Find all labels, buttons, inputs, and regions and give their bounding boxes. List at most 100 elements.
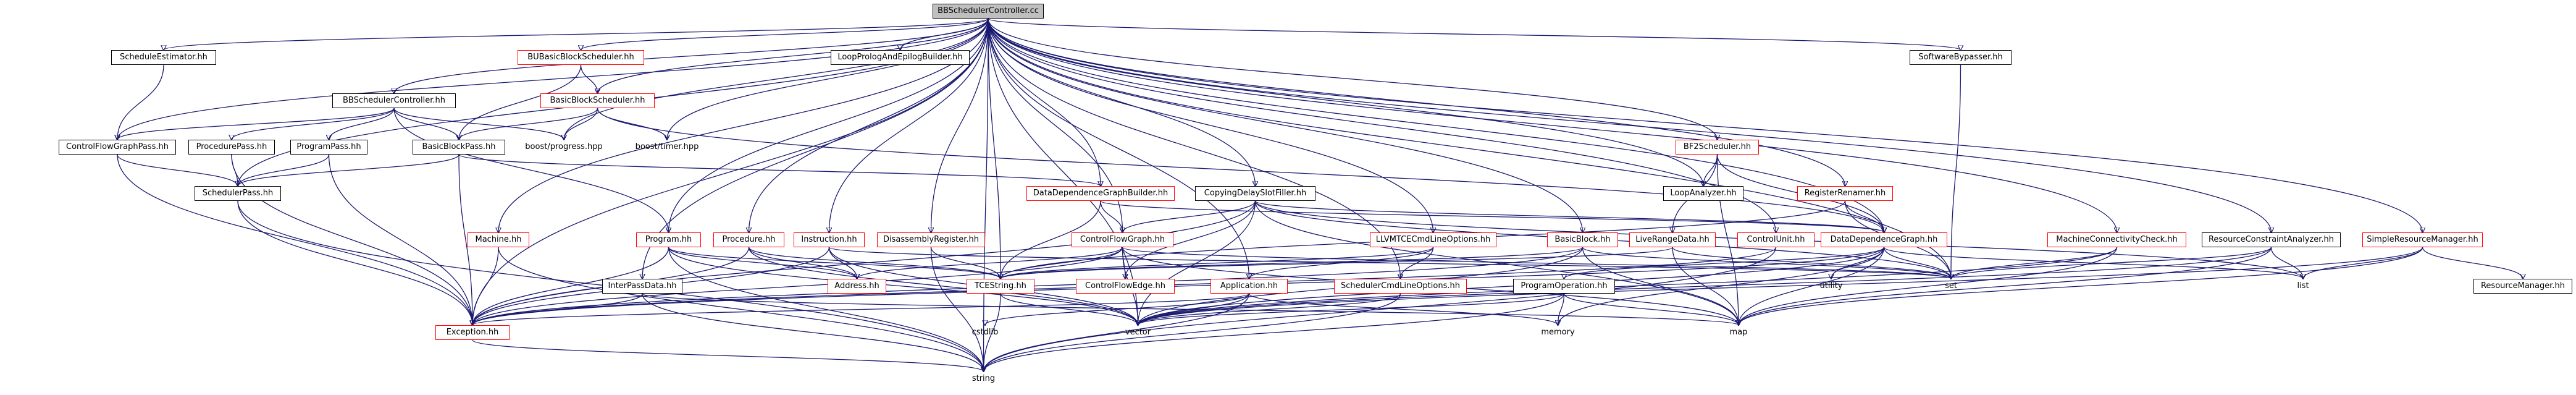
node-liverangedata[interactable]: LiveRangeData.hh (1629, 232, 1716, 247)
edge-procedure-to-address (748, 247, 857, 279)
node-boost-timer[interactable]: boost/timer.hpp (635, 142, 699, 151)
node-bubasicblockscheduler[interactable]: BUBasicBlockScheduler.hh (518, 50, 644, 65)
edge-machine_conn-to-set (1951, 247, 2118, 279)
edge-ddg-to-memory (1558, 247, 1885, 325)
edge-copying_delay-to-ddg (1254, 200, 1884, 232)
edge-simple_rm-to-resource_manager (2422, 247, 2524, 279)
node-bf2scheduler[interactable]: BF2Scheduler.hh (1676, 140, 1759, 155)
node-set[interactable]: set (1945, 281, 1957, 291)
node-boost-progress[interactable]: boost/progress.hpp (525, 142, 603, 151)
edge-bbsc_hh-to-boost_progress (393, 108, 564, 140)
node-schedulercmdlineoptions[interactable]: SchedulerCmdLineOptions.hh (1334, 279, 1467, 294)
node-scheduleestimator[interactable]: ScheduleEstimator.hh (111, 50, 216, 65)
edge-cfg_pass-to-sched_pass (117, 154, 238, 186)
node-llvmtcecmdlineoptions[interactable]: LLVMTCECmdLineOptions.hh (1370, 232, 1496, 247)
edge-prog_op-to-map (1563, 293, 1739, 325)
edge-ddg-to-vector (1138, 247, 1885, 325)
node-string[interactable]: string (971, 374, 996, 383)
edge-root-to-disasm_reg (931, 18, 989, 232)
edge-root-to-loop_analyzer (988, 18, 1703, 186)
node-procedure[interactable]: Procedure.hh (713, 232, 784, 247)
edge-simple_rm-to-map (1739, 247, 2423, 325)
edge-ddg_builder-to-ddg (1100, 200, 1884, 232)
node-registerrenamer[interactable]: RegisterRenamer.hh (1797, 186, 1893, 201)
node-datadependencegraphbuilder[interactable]: DataDependenceGraphBuilder.hh (1026, 186, 1175, 201)
edge-program-to-address (668, 247, 857, 279)
edge-prog_op-to-vector (1138, 293, 1565, 325)
edge-ddg-to-exception (472, 247, 1885, 325)
node-disassemblyregister[interactable]: DisassemblyRegister.hh (877, 232, 985, 247)
node-schedulerpass[interactable]: SchedulerPass.hh (195, 186, 281, 201)
node-utility[interactable]: utility (1819, 281, 1843, 291)
node-loopanalyzer[interactable]: LoopAnalyzer.hh (1663, 186, 1743, 201)
node-vector[interactable]: vector (1125, 328, 1151, 337)
node-copyingdelayslotfiller[interactable]: CopyingDelaySlotFiller.hh (1195, 186, 1315, 201)
edge-interpass-to-map (642, 293, 1739, 325)
edge-ddg_builder-to-tcestring (1001, 200, 1101, 279)
node-datadependencegraph[interactable]: DataDependenceGraph.hh (1821, 232, 1947, 247)
node-memory[interactable]: memory (1541, 328, 1575, 337)
node-cstdlib[interactable]: cstdlib (971, 328, 999, 337)
node-tcestring[interactable]: TCEString.hh (967, 279, 1034, 294)
node-resourcemanager[interactable]: ResourceManager.hh (2473, 279, 2572, 294)
node-interpassdata[interactable]: InterPassData.hh (602, 279, 682, 294)
edge-sched_cmdline-to-vector (1138, 293, 1401, 325)
node-controlflowedge[interactable]: ControlFlowEdge.hh (1076, 279, 1175, 294)
edge-root-to-program (669, 18, 989, 232)
node-basicblockscheduler[interactable]: BasicBlockScheduler.hh (540, 93, 655, 108)
edge-root-to-res_constraint (988, 18, 2272, 232)
node-basicblockpass[interactable]: BasicBlockPass.hh (413, 140, 505, 155)
node-simpleresourcemanager[interactable]: SimpleResourceManager.hh (2362, 232, 2483, 247)
node-controlflowgraphpass[interactable]: ControlFlowGraphPass.hh (59, 140, 176, 155)
edge-basic_block-to-set (1582, 247, 1952, 279)
node-programpass[interactable]: ProgramPass.hh (290, 140, 367, 155)
node-basicblock[interactable]: BasicBlock.hh (1547, 232, 1618, 247)
node-resourceconstraintanalyzer[interactable]: ResourceConstraintAnalyzer.hh (2202, 232, 2341, 247)
node-bbschedulercontroller-hh[interactable]: BBSchedulerController.hh (332, 93, 456, 108)
edge-res_constraint-to-map (1739, 247, 2272, 325)
node-machine[interactable]: Machine.hh (468, 232, 529, 247)
node-machineconnectivitycheck[interactable]: MachineConnectivityCheck.hh (2047, 232, 2186, 247)
node-exception[interactable]: Exception.hh (435, 325, 510, 340)
edge-instruction-to-set (828, 247, 1952, 279)
edge-machine-to-exception (472, 247, 499, 325)
edge-root-to-set (988, 18, 1951, 279)
edge-application-to-string (984, 293, 1250, 372)
edge-root-to-sched_cmdline (988, 18, 1401, 279)
edge-basic_block-to-map (1582, 247, 1739, 325)
edge-root-to-bb_sched (598, 18, 989, 93)
node-programoperation[interactable]: ProgramOperation.hh (1513, 279, 1615, 294)
node-controlunit[interactable]: ControlUnit.hh (1737, 232, 1815, 247)
edge-live_range-to-set (1672, 247, 1951, 279)
edge-prog_pass-to-sched_pass (238, 154, 330, 186)
edge-bb_pass-to-sched_pass (238, 154, 459, 186)
edge-prog_op-to-string (984, 293, 1565, 372)
node-map[interactable]: map (1729, 328, 1748, 337)
edge-ddg-to-map (1739, 247, 1885, 325)
node-address[interactable]: Address.hh (828, 279, 886, 294)
edge-root-to-exception (472, 18, 989, 325)
node-controlflowgraph[interactable]: ControlFlowGraph.hh (1072, 232, 1173, 247)
edge-program-to-exception (472, 247, 669, 325)
edge-root-to-sw_bypasser (988, 18, 1961, 50)
node-procedurepass[interactable]: ProcedurePass.hh (188, 140, 275, 155)
edge-bb_sched-to-boost_timer (597, 108, 668, 140)
node-list[interactable]: list (2297, 281, 2309, 291)
node-loopprologandepilogbuilder[interactable]: LoopPrologAndEpilogBuilder.hh (831, 50, 970, 65)
node-application[interactable]: Application.hh (1210, 279, 1288, 294)
edge-interpass-to-exception (472, 293, 643, 325)
node-instruction[interactable]: Instruction.hh (794, 232, 865, 247)
node-softwarebypasser[interactable]: SoftwareBypasser.hh (1910, 50, 2012, 65)
edge-bu_bb_sched-to-bb_sched (580, 64, 598, 93)
edge-sched_pass-to-exception (237, 200, 472, 325)
edge-procedure-to-vector (748, 247, 1138, 325)
edge-root-to-llvm_opts (988, 18, 1433, 232)
edge-interpass-to-string (642, 293, 984, 372)
edge-res_constraint-to-set (1951, 247, 2272, 279)
edge-live_range-to-tcestring (1001, 247, 1673, 279)
node-program[interactable]: Program.hh (636, 232, 701, 247)
edge-bbsc_hh-to-proc_pass (232, 108, 395, 140)
node-bbschedulercontroller-cc[interactable]: BBSchedulerController.cc (933, 4, 1044, 19)
edge-simple_rm-to-list (2303, 247, 2423, 279)
edge-sw_bypasser-to-set (1951, 64, 1961, 279)
